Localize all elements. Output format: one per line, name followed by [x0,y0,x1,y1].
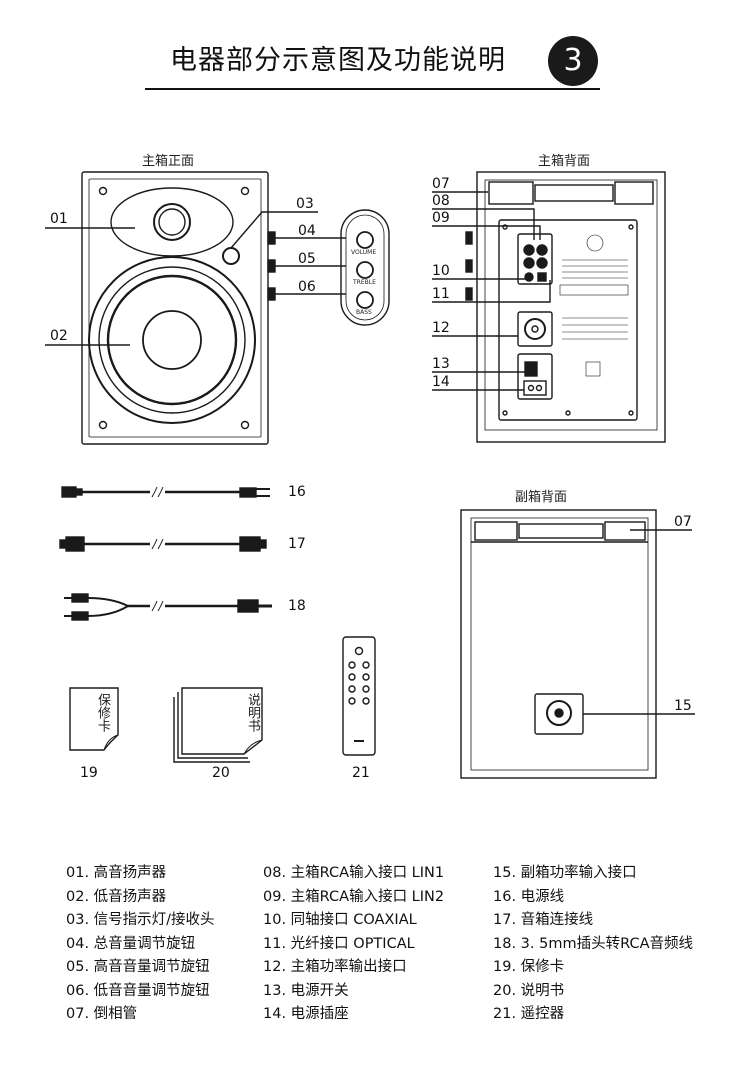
legend-item: 16. 电源线 [493,888,565,905]
remote-control [342,636,376,756]
callout-16: 16 [288,484,306,500]
callout-21: 21 [352,765,370,781]
legend-item: 07. 倒相管 [66,1006,138,1022]
callout-01: 01 [50,211,68,227]
signal-indicator [222,247,240,265]
callout-07-sub: 07 [674,514,692,530]
legend-item: 05. 高音音量调节旋钮 [66,959,210,975]
legend-item: 17. 音箱连接线 [493,912,594,928]
legend-item: 11. 光纤接口 OPTICAL [263,935,415,952]
callout-05: 05 [298,251,316,267]
sub-speaker-cabinet [460,509,657,779]
front-view-heading: 主箱正面 [142,154,195,169]
back-speaker-cabinet [476,171,666,443]
legend-item: 20. 说明书 [493,982,565,999]
callout-14: 14 [432,374,450,390]
rca-input-panel [517,233,553,285]
callout-07: 07 [432,176,450,192]
callout-18: 18 [288,598,306,614]
legend-item: 21. 遥控器 [493,1006,565,1022]
back-view-heading: 主箱背面 [538,154,591,169]
legend-column-3: 15. 副箱功率输入接口 16. 电源线 17. 音箱连接线 18. 3. 5m… [493,862,693,1027]
callout-03: 03 [296,196,314,212]
callout-12: 12 [432,320,450,336]
tweeter-speaker [110,187,234,257]
audio-rca-cable [64,593,272,621]
legend-column-1: 01. 高音扬声器 02. 低音扬声器 03. 信号指示灯/接收头 04. 总音… [66,862,215,1027]
speaker-cable [59,536,267,552]
legend-item: 12. 主箱功率输出接口 [263,959,407,975]
knob-label-volume: VOLUME [351,249,377,256]
callout-11: 11 [432,286,450,302]
warranty-card [69,687,119,751]
manual-booklet [173,687,263,763]
page-title: 电器部分示意图及功能说明 [170,45,506,76]
callout-04: 04 [298,223,316,239]
legend-column-2: 08. 主箱RCA输入接口 LIN1 09. 主箱RCA输入接口 LIN2 10… [263,862,444,1027]
knob-panel [340,209,390,326]
callout-02: 02 [50,328,68,344]
legend-item: 14. 电源插座 [263,1006,349,1022]
warranty-card-label: 保修卡 [95,693,110,732]
sub-back-view-heading: 副箱背面 [515,490,568,505]
legend-item: 02. 低音扬声器 [66,888,167,905]
legend-item: 06. 低音音量调节旋钮 [66,982,210,999]
manual-label: 说明书 [245,693,260,732]
power-cable [61,486,270,498]
legend-item: 15. 副箱功率输入接口 [493,865,637,881]
legend-item: 04. 总音量调节旋钮 [66,935,196,952]
callout-20: 20 [212,765,230,781]
page-number-badge: 3 [548,36,598,86]
info-label [559,234,629,377]
sub-power-input-socket [534,693,584,735]
title-underline [145,88,600,90]
callout-17: 17 [288,536,306,552]
power-switch [517,353,553,400]
knob-label-treble: TREBLE [353,279,376,286]
callout-06: 06 [298,279,316,295]
legend-item: 08. 主箱RCA输入接口 LIN1 [263,865,445,881]
legend-item: 01. 高音扬声器 [66,865,167,881]
legend-item: 18. 3. 5mm插头转RCA音频线 [493,935,693,952]
callout-08: 08 [432,193,450,209]
legend-item: 03. 信号指示灯/接收头 [66,912,215,928]
callout-19: 19 [80,765,98,781]
callout-13: 13 [432,356,450,372]
callout-15: 15 [674,698,692,714]
front-speaker-cabinet [81,171,269,445]
power-output-socket [517,311,553,347]
legend-item: 19. 保修卡 [493,959,565,975]
callout-09: 09 [432,210,450,226]
knob-label-bass: BASS [356,309,372,316]
woofer-speaker [88,256,256,424]
legend-item: 10. 同轴接口 COAXIAL [263,912,417,928]
legend-item: 13. 电源开关 [263,982,349,999]
callout-10: 10 [432,263,450,279]
legend-item: 09. 主箱RCA输入接口 LIN2 [263,888,445,905]
